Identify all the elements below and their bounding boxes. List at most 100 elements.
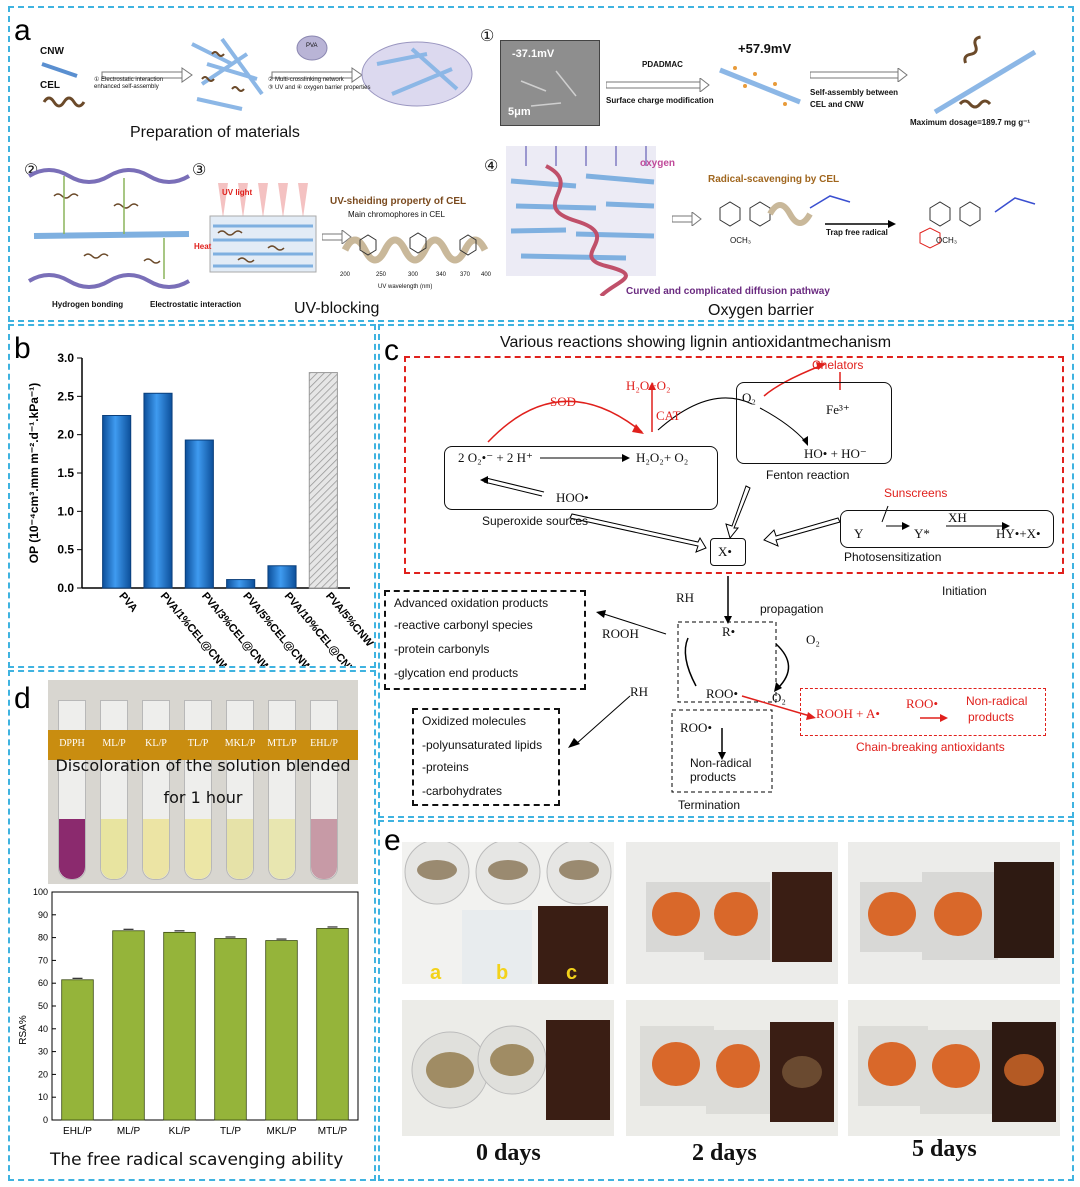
x-tick-label: PVA <box>116 590 139 614</box>
tube-label: DPPH <box>59 738 85 749</box>
och3-2: OCH₃ <box>936 236 958 245</box>
y-tick-label: 2.5 <box>57 389 74 403</box>
uv-light-label: UV light <box>222 188 253 197</box>
pva-label: PVA <box>306 43 318 49</box>
prep-caption: Preparation of materials <box>130 124 300 141</box>
bar <box>163 931 196 1121</box>
ox-item-2: -proteins <box>422 760 469 774</box>
y-tick-label: 10 <box>38 1092 48 1102</box>
panel-e-label: e <box>384 824 401 857</box>
propagation-label: propagation <box>760 602 824 616</box>
x-tick-label: ML/P <box>117 1126 141 1137</box>
chain-breaking-box <box>800 688 1046 736</box>
sod-label: SOD <box>550 394 577 409</box>
tube-label: KL/P <box>145 738 167 749</box>
panel-c-label: c <box>384 334 399 367</box>
x-tick-label: MTL/P <box>318 1126 348 1137</box>
rh-mid: RH <box>630 684 649 699</box>
bar <box>102 415 132 589</box>
oxygen-caption: Oxygen barrier <box>708 302 814 319</box>
uv-tick-400: 400 <box>481 272 492 278</box>
diffusion-label: Curved and complicated diffusion pathway <box>626 286 830 297</box>
ystar-label: Y* <box>914 526 930 541</box>
nonradical-red-2: products <box>968 710 1015 724</box>
hbond-network <box>27 168 191 289</box>
prep-step1b: enhanced self-assembly <box>94 84 159 90</box>
uv-shielding-title: UV-sheiding property of CEL <box>330 196 467 207</box>
panel-c-arrows <box>480 362 1010 793</box>
tube-liquid <box>143 819 169 879</box>
och3-1: OCH₃ <box>730 236 752 245</box>
ox-item-3: -carbohydrates <box>422 784 503 798</box>
prep-step1: ① Electrostatic interaction <box>94 77 164 83</box>
bar <box>226 579 256 589</box>
tube-liquid <box>269 819 295 879</box>
ox-title: Oxidized molecules <box>422 714 527 728</box>
prep-diagram <box>41 35 473 111</box>
y-tick-label: 80 <box>38 933 48 943</box>
cnw-label: CNW <box>40 46 64 57</box>
selfassembly-label: Self-assembly between <box>810 88 899 97</box>
cat-label: CAT <box>656 408 681 423</box>
prep-step2: ② Multi-crosslinking network <box>268 77 344 83</box>
photo-caption-1: Discoloration of the solution blended <box>55 756 351 775</box>
s3-number: ③ <box>192 162 207 179</box>
fenton-label: Fenton reaction <box>766 468 850 482</box>
panel-a-label: a <box>14 14 31 47</box>
tube-liquid <box>101 819 127 879</box>
rh-top: RH <box>676 590 695 605</box>
sem-image <box>500 40 600 126</box>
h2o-label: H₂O+O₂ <box>626 378 671 393</box>
y-tick-label: 50 <box>38 1001 48 1011</box>
oxygen-barrier-film <box>506 146 656 296</box>
bar <box>61 979 94 1121</box>
y-tick-label: 3.0 <box>57 351 74 365</box>
advanced-oxidation-box <box>384 590 586 690</box>
adv-item-3: -glycation end products <box>394 666 519 680</box>
y-tick-label: 60 <box>38 978 48 988</box>
chain-eq: ROOH + A• <box>816 706 880 721</box>
radical-title: Radical-scavenging by CEL <box>708 174 840 185</box>
chromophore-structure <box>341 232 489 264</box>
r-radical: R• <box>722 624 736 639</box>
y-tick-label: 40 <box>38 1024 48 1034</box>
eq-left: 2 O₂•⁻ + 2 H⁺ <box>458 450 533 465</box>
cel-cnw-assembly <box>933 35 1037 115</box>
bar <box>143 392 173 589</box>
tube-liquid <box>59 819 85 879</box>
y-tick-label: 0 <box>43 1115 48 1125</box>
photo-day2-bottom <box>626 1000 838 1136</box>
y-tick-label: 1.5 <box>57 466 74 480</box>
photo-day5-top <box>848 842 1060 984</box>
chromophore-title: Main chromophores in CEL <box>348 210 445 219</box>
photo-day0-bottom <box>402 1000 614 1136</box>
scavenging-caption: The free radical scavenging ability <box>50 1150 344 1170</box>
superoxide-label: Superoxide sources <box>482 514 589 528</box>
label-a: a <box>430 962 442 984</box>
y-tick-label: 0.5 <box>57 543 74 557</box>
days-5: 5 days <box>912 1136 977 1162</box>
label-b: b <box>496 962 509 984</box>
hoo-label: HOO• <box>556 490 589 505</box>
adv-item-1: -reactive carbonyl species <box>394 618 533 632</box>
uv-tick-250: 250 <box>376 272 387 278</box>
trap-label: Trap free radical <box>826 228 888 237</box>
y-tick-label: 0.0 <box>57 581 74 595</box>
bar <box>267 565 297 589</box>
tube-label: ML/P <box>102 738 126 749</box>
bar <box>308 372 338 589</box>
hbond-label: Hydrogen bonding <box>52 300 124 309</box>
bar <box>184 439 214 589</box>
photo-caption-2: for 1 hour <box>163 788 243 807</box>
panel-a: a CNW CEL ① Electrostatic interaction en… <box>8 6 1074 322</box>
o2-lower: O₂ <box>772 690 786 705</box>
y-tick-label: 20 <box>38 1069 48 1079</box>
ox-item-1: -polyunsaturated lipids <box>422 738 543 752</box>
prep-step2b: ③ UV and ④ oxygen barrier properties <box>268 85 371 91</box>
xh-label: XH <box>948 510 967 525</box>
y-tick-label: 30 <box>38 1047 48 1057</box>
tube-label: MKL/P <box>224 738 256 749</box>
tube-label: EHL/P <box>310 738 338 749</box>
